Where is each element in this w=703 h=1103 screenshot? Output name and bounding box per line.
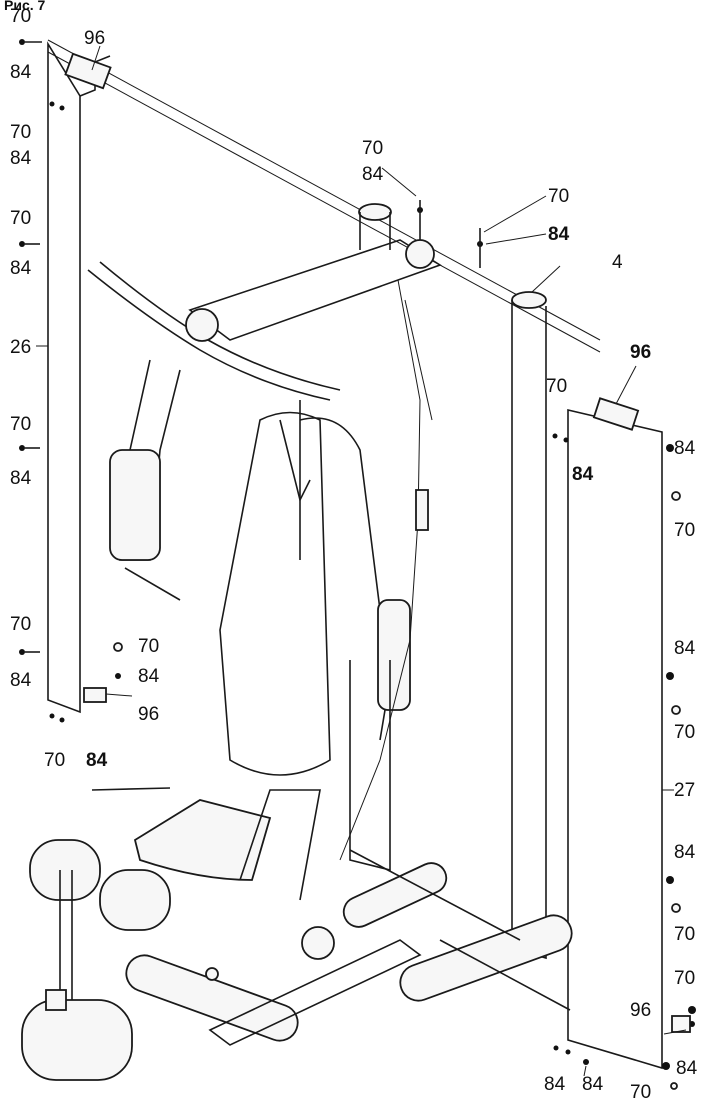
callout-labels: 70 84 96 70 84 70 84 26 70 84 70 84 70 8…	[10, 6, 698, 1103]
right-side-cover-27	[567, 397, 674, 1070]
callout-96: 96	[630, 342, 651, 363]
callout-96: 96	[138, 704, 159, 725]
seat-and-leg-developer	[21, 787, 321, 1081]
callout-70: 70	[548, 186, 569, 207]
callout-70: 70	[10, 6, 31, 27]
press-arm-assembly	[87, 203, 442, 601]
callout-70: 70	[10, 414, 31, 435]
callout-4: 4	[612, 252, 623, 273]
callout-84: 84	[674, 638, 696, 659]
callout-70: 70	[10, 122, 31, 143]
left-side-cover-26	[47, 41, 112, 714]
figure-label: Рис. 7	[4, 0, 46, 13]
base-frame	[125, 660, 573, 1046]
callout-70: 70	[674, 968, 695, 989]
callout-84: 84	[572, 464, 594, 485]
callout-84: 84	[10, 148, 32, 169]
callout-84: 84	[548, 224, 570, 245]
callout-70: 70	[674, 520, 695, 541]
callout-70: 70	[630, 1082, 651, 1103]
back-pad	[219, 411, 331, 776]
callout-84: 84	[674, 842, 696, 863]
callout-84: 84	[10, 62, 32, 83]
callout-84: 84	[86, 750, 108, 771]
callout-70: 70	[362, 138, 383, 159]
callout-84: 84	[138, 666, 160, 687]
callout-70: 70	[10, 208, 31, 229]
callout-96: 96	[630, 1000, 651, 1021]
callout-27: 27	[674, 780, 695, 801]
cables	[339, 279, 433, 861]
callout-70: 70	[138, 636, 159, 657]
top-crossbar	[47, 39, 601, 353]
callout-70: 70	[674, 924, 695, 945]
callout-84: 84	[362, 164, 384, 185]
callout-70: 70	[546, 376, 567, 397]
callout-70: 84	[544, 1074, 566, 1095]
left-fasteners	[19, 39, 123, 723]
callout-70: 70	[44, 750, 65, 771]
right-press-handle	[299, 417, 411, 741]
leader-lines	[91, 45, 687, 1035]
callout-26: 26	[10, 337, 31, 358]
callout-84: 84	[10, 468, 32, 489]
callout-84: 84	[676, 1058, 698, 1079]
callout-70: 70	[10, 614, 31, 635]
callout-84: 84	[10, 258, 32, 279]
bottom-fasteners	[583, 1059, 589, 1077]
right-fasteners	[417, 200, 696, 1090]
callout-84: 84	[10, 670, 32, 691]
callout-70: 70	[674, 722, 695, 743]
callout-84: 84	[674, 438, 696, 459]
callout-96: 96	[84, 28, 105, 49]
callout-84: 84	[582, 1074, 604, 1095]
